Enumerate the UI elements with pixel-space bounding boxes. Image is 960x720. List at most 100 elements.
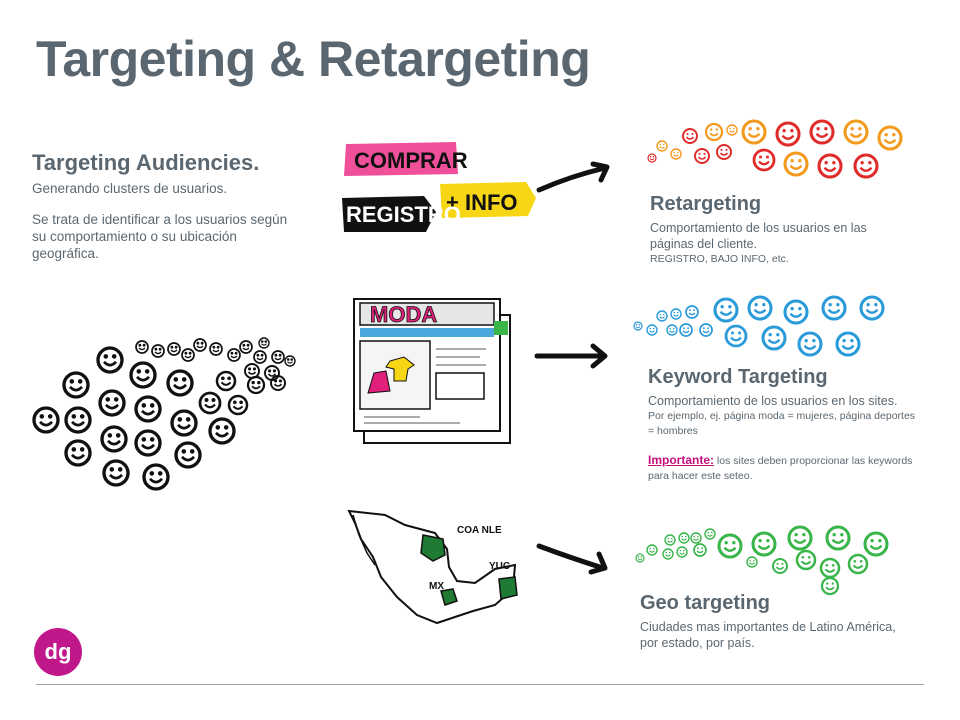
smiley-face-icon <box>244 363 260 379</box>
smiley-face-icon <box>198 391 222 415</box>
smiley-face-icon <box>724 324 748 348</box>
smiley-face-icon <box>713 297 739 323</box>
smiley-face-icon <box>100 425 128 453</box>
smiley-face-icon <box>772 558 788 574</box>
mexico-map-illustration: COA NLE YUC MX <box>347 509 518 625</box>
region-coa-nle <box>420 534 446 562</box>
smiley-face-icon <box>746 556 758 568</box>
smiley-face-icon <box>877 125 903 151</box>
smiley-face-icon <box>717 533 743 559</box>
smiley-face-icon <box>181 348 195 362</box>
smiley-face-icon <box>797 331 823 357</box>
smiley-face-icon <box>685 305 699 319</box>
smiley-face-icon <box>102 459 130 487</box>
intro-heading: Targeting Audiencies. <box>32 150 260 175</box>
intro-text: Generando clusters de usuarios. Se trata… <box>32 180 302 276</box>
retargeting-small: REGISTRO, BAJO INFO, etc. <box>650 253 789 265</box>
smiley-face-icon <box>747 295 773 321</box>
moda-brand: MODA <box>370 302 437 327</box>
smiley-face-icon <box>682 128 698 144</box>
smiley-face-icon <box>98 389 126 417</box>
smiley-face-icon <box>704 122 724 142</box>
smiley-face-icon <box>726 124 738 136</box>
smiley-face-icon <box>239 340 253 354</box>
registro-tag-label: REGISTRO <box>346 202 461 227</box>
smiley-face-icon <box>271 350 285 364</box>
smiley-face-icon <box>817 153 843 179</box>
smiley-face-icon <box>32 406 60 434</box>
arrow-keyword <box>534 343 608 369</box>
smiley-face-icon <box>820 576 840 596</box>
smiley-face-icon <box>783 151 809 177</box>
smiley-face-icon <box>258 337 270 349</box>
keyword-small: Por ejemplo, ej. página moda = mujeres, … <box>648 410 916 437</box>
smiley-face-icon <box>134 429 162 457</box>
smiley-face-icon <box>166 369 194 397</box>
retargeting-heading: Retargeting <box>650 193 762 215</box>
keyword-heading: Keyword Targeting <box>648 366 828 388</box>
smiley-face-icon <box>670 148 682 160</box>
smiley-face-icon <box>227 348 241 362</box>
smiley-face-icon <box>647 153 657 163</box>
smiley-face-icon <box>64 406 92 434</box>
smiley-face-icon <box>174 441 202 469</box>
smiley-face-icon <box>853 153 879 179</box>
smiley-face-icon <box>284 355 296 367</box>
smiley-face-icon <box>662 548 674 560</box>
intro-subtitle: Generando clusters de usuarios. <box>32 181 228 196</box>
region-yuc <box>498 576 518 600</box>
smiley-face-icon <box>847 553 869 575</box>
smiley-face-icon <box>843 119 869 145</box>
retargeting-section: Retargeting Comportamiento de los usuari… <box>650 193 890 267</box>
smiley-face-icon <box>775 121 801 147</box>
smiley-face-icon <box>246 375 266 395</box>
smiley-face-icon <box>751 531 777 557</box>
smiley-face-icon <box>208 417 236 445</box>
smiley-face-icon <box>690 532 702 544</box>
smiley-face-icon <box>795 549 817 571</box>
smiley-face-icon <box>129 361 157 389</box>
dg-logo: dg <box>34 628 82 676</box>
smiley-face-icon <box>670 308 682 320</box>
important-text: los sites deben proporcionar las keyword… <box>648 455 913 482</box>
intro-body: Se trata de identificar a los usuarios s… <box>32 212 288 261</box>
info-tag <box>440 182 536 218</box>
region-mx <box>440 588 458 606</box>
smiley-face-icon <box>635 553 645 563</box>
smiley-face-icon <box>253 350 267 364</box>
smiley-face-icon <box>693 543 707 557</box>
smiley-face-icon <box>193 338 207 352</box>
geo-section: Geo targeting Ciudades mas importantes d… <box>640 592 900 651</box>
smiley-face-icon <box>835 331 861 357</box>
smiley-face-icon <box>863 531 889 557</box>
smiley-face-icon <box>787 525 813 551</box>
smiley-face-icon <box>62 371 90 399</box>
smiley-face-icon <box>666 324 678 336</box>
action-tags: COMPRAR + INFO REGISTRO <box>342 142 536 232</box>
smiley-face-icon <box>741 119 767 145</box>
smiley-face-icon <box>170 409 198 437</box>
smiley-face-icon <box>761 325 787 351</box>
smiley-face-icon <box>825 525 851 551</box>
smiley-face-icon <box>134 395 162 423</box>
slide-title: Targeting & Retargeting <box>36 31 591 87</box>
footer-divider <box>36 684 924 685</box>
smiley-face-icon <box>64 439 92 467</box>
comprar-tag-label: COMPRAR <box>354 148 468 173</box>
audience-cluster-geo <box>635 525 889 596</box>
important-label: Importante: <box>648 453 714 467</box>
smiley-face-icon <box>783 299 809 325</box>
keyword-important: Importante: los sites deben proporcionar… <box>648 453 918 484</box>
smiley-face-icon <box>646 324 658 336</box>
smiley-face-icon <box>716 144 732 160</box>
moda-webpage-illustration: MODA <box>353 298 511 444</box>
geo-heading: Geo targeting <box>640 592 771 614</box>
map-label-coa-nle: COA NLE <box>457 525 502 536</box>
comprar-tag <box>344 142 458 176</box>
smiley-face-icon <box>752 148 776 172</box>
keyword-section: Keyword Targeting Comportamiento de los … <box>648 366 948 484</box>
smiley-face-icon <box>664 534 676 546</box>
smiley-face-icon <box>215 370 237 392</box>
smiley-face-icon <box>676 546 688 558</box>
smiley-face-icon <box>646 544 658 556</box>
